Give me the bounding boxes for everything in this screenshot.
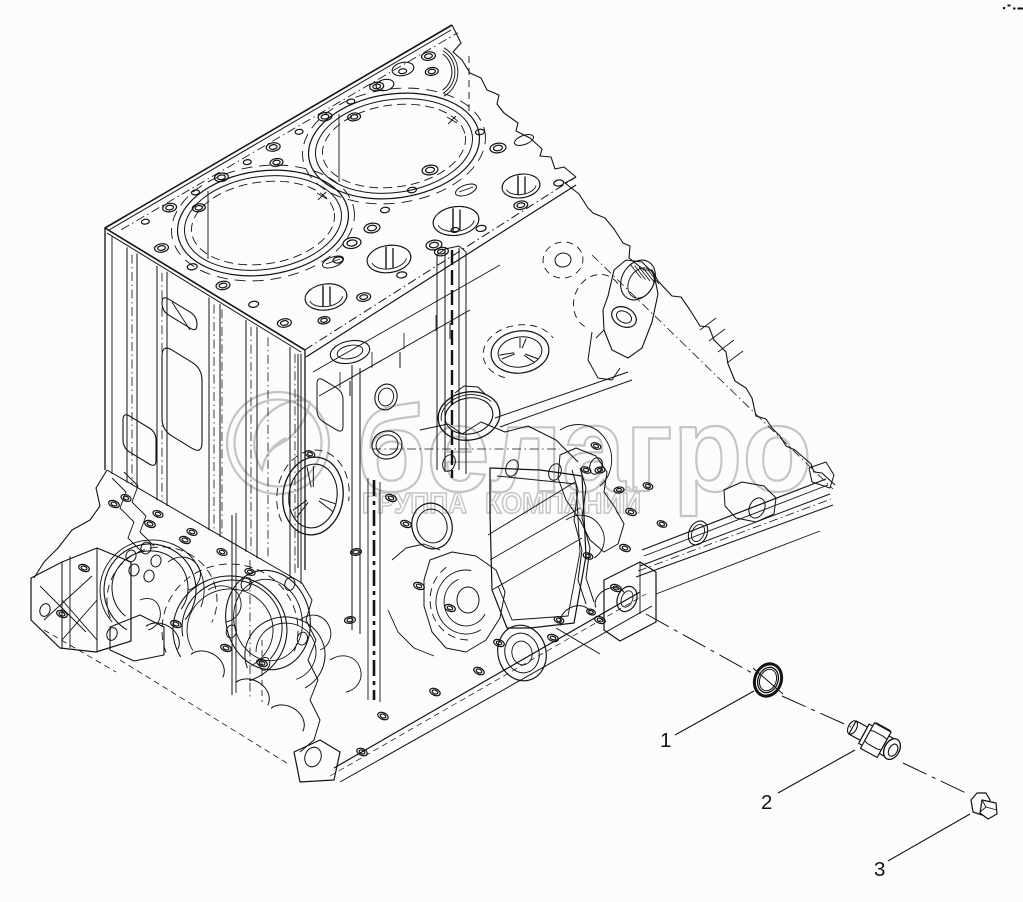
svg-text:2: 2: [761, 791, 772, 814]
svg-text:ГРУППА: ГРУППА: [362, 488, 467, 520]
svg-text:3: 3: [874, 858, 885, 881]
svg-text:1: 1: [660, 729, 671, 752]
